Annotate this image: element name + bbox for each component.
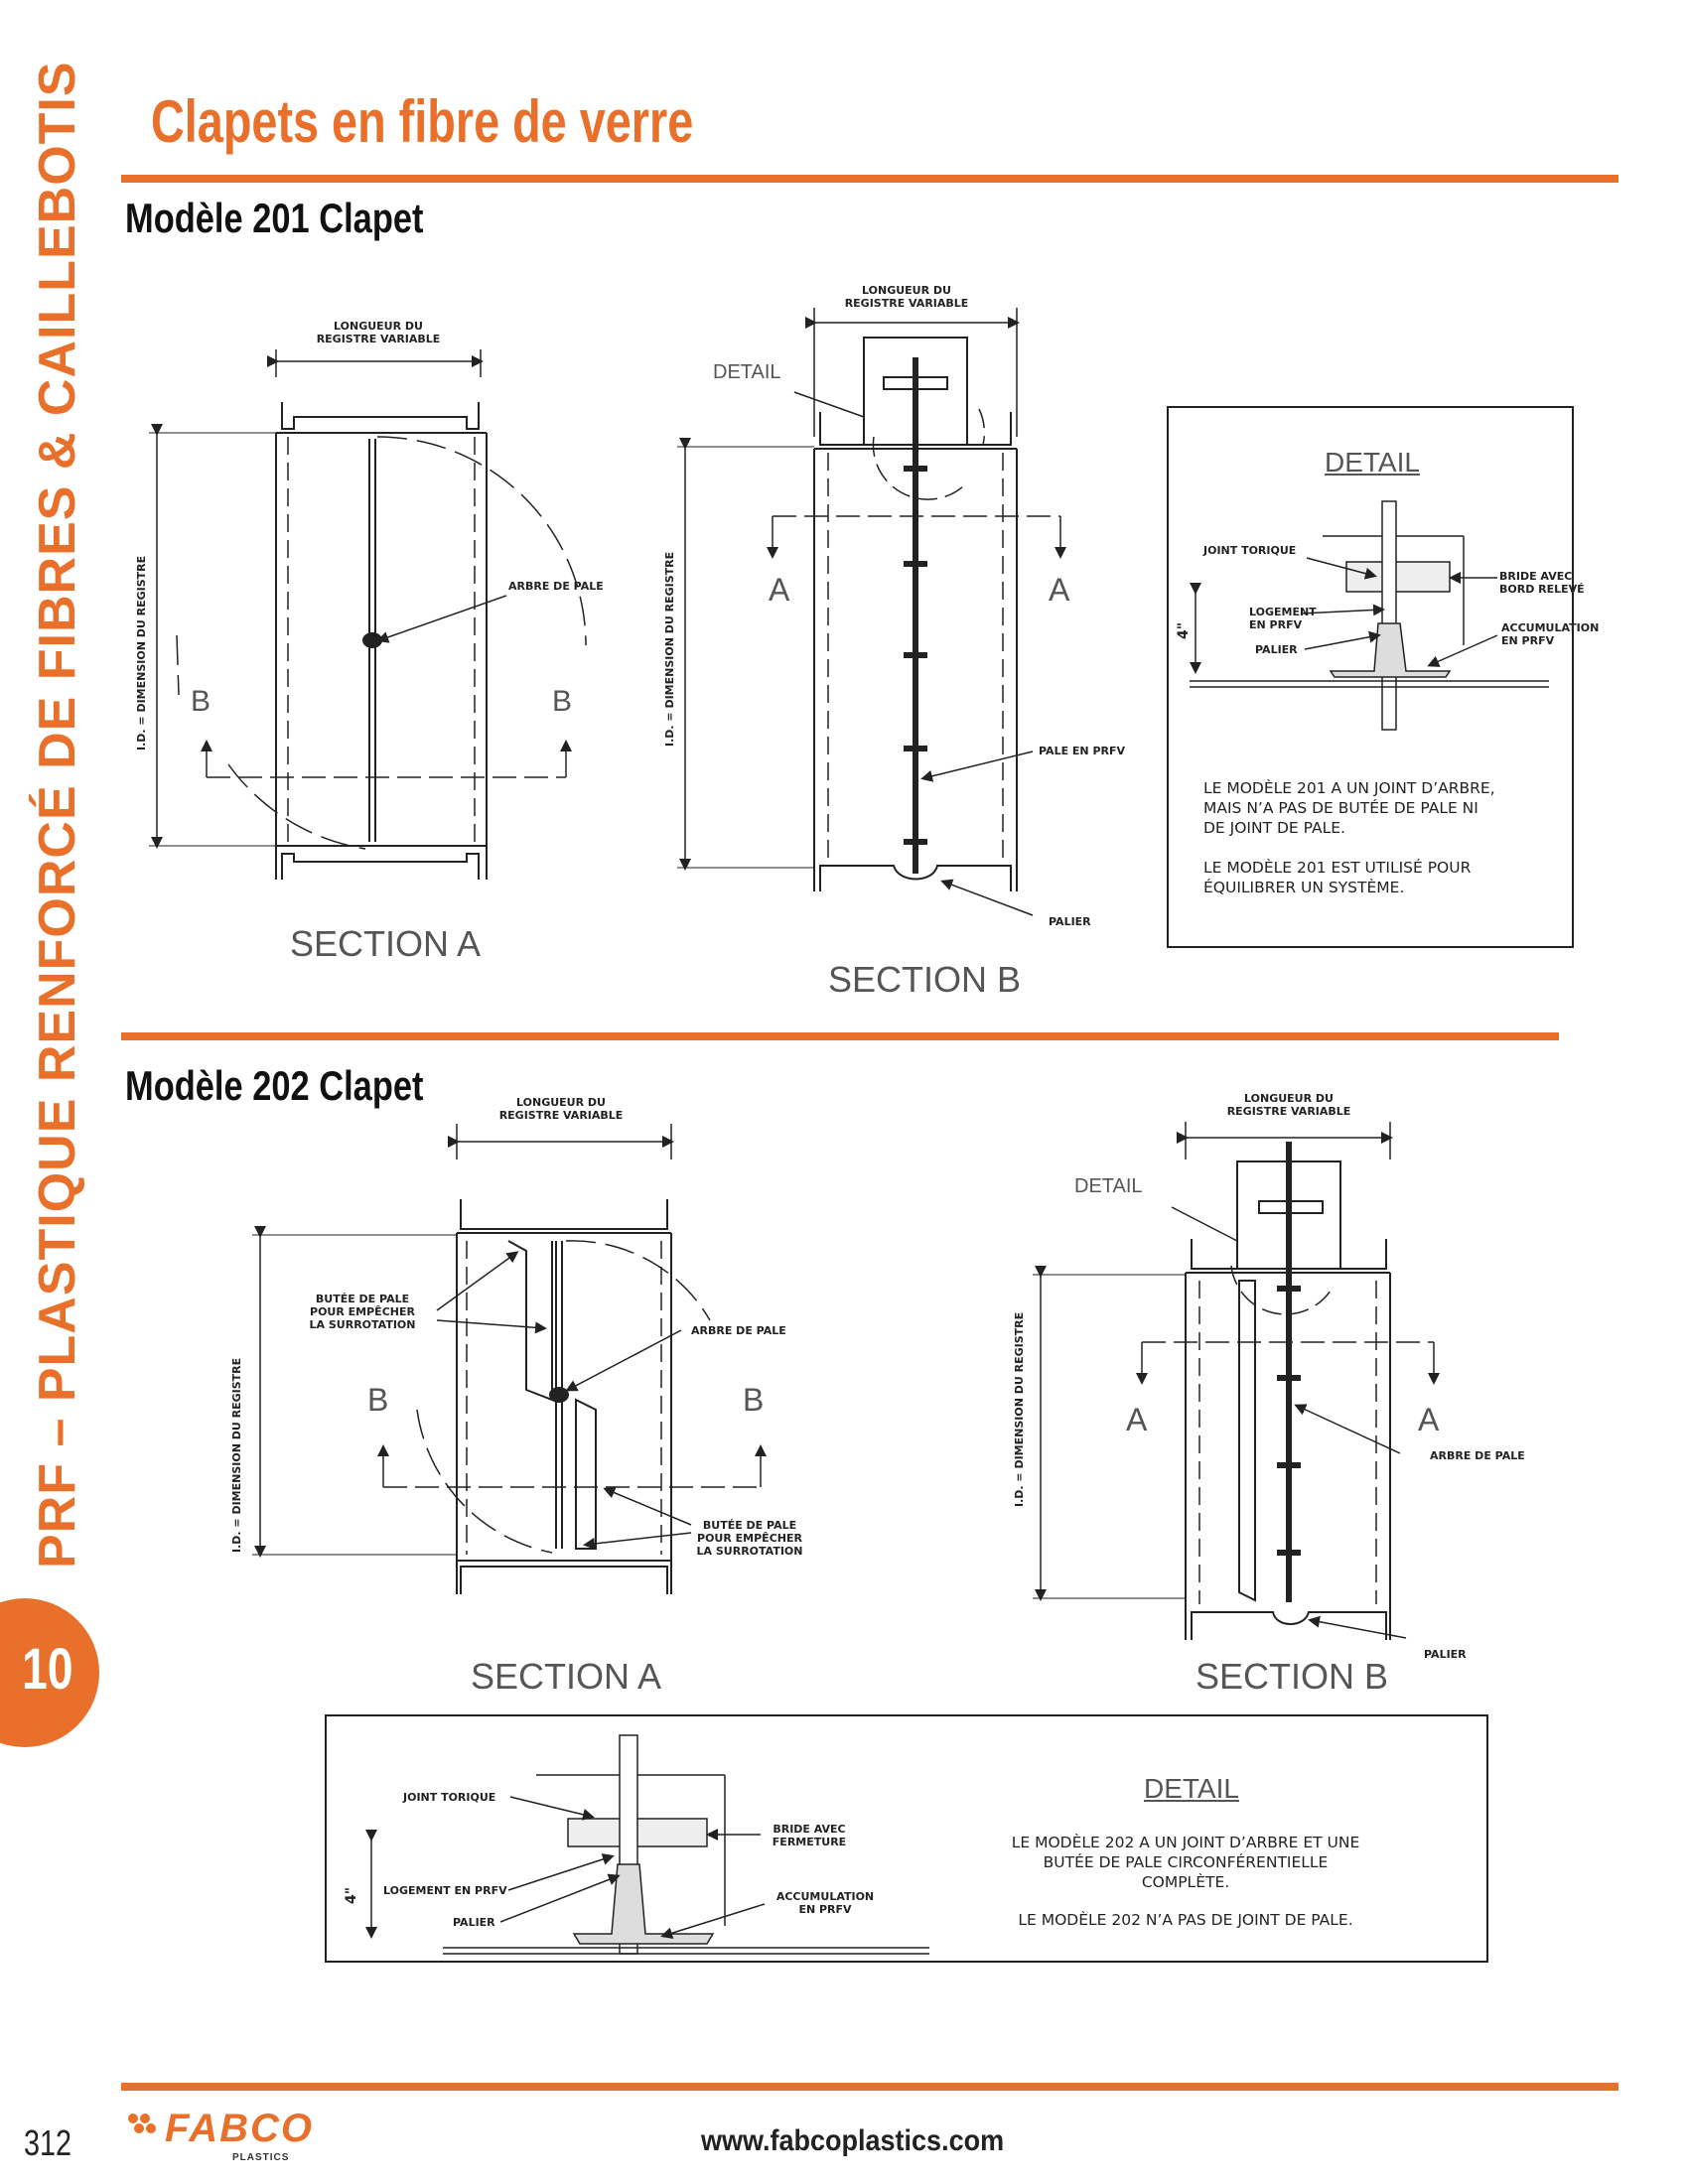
page-number: 312 — [24, 2122, 72, 2163]
m202b-shaft-label: ARBRE DE PALE — [1430, 1449, 1525, 1462]
m201b-blade-label: PALE EN PRFV — [1039, 745, 1126, 757]
m201a-shaft-label: ARBRE DE PALE — [508, 580, 604, 593]
m201a-section-label: SECTION A — [290, 923, 482, 964]
m201b-bearing-label: PALIER — [1049, 915, 1091, 928]
m202-detail-flange: BRIDE AVEC FERMETURE — [772, 1823, 847, 1848]
section-tab-number: 10 — [22, 1637, 73, 1702]
m201-section-a-drawing — [149, 349, 587, 880]
m201b-id-label: I.D. = DIMENSION DU REGISTRE — [663, 551, 676, 747]
m201-detail-note-1: LE MODÈLE 201 A UN JOINT D’ARBRE, MAIS N… — [1203, 779, 1495, 837]
m202b-detail-callout: DETAIL — [1074, 1175, 1143, 1197]
m202-detail-note-2: LE MODÈLE 202 N’A PAS DE JOINT DE PALE. — [1018, 1911, 1353, 1929]
m202a-stop-label-top: BUTÉE DE PALE POUR EMPÊCHER LA SURROTATI… — [309, 1293, 416, 1331]
m202a-cut-mark-right: B — [743, 1382, 765, 1418]
m201-detail-flange: BRIDE AVEC BORD RELEVÉ — [1499, 570, 1585, 596]
website-url[interactable]: www.fabcoplastics.com — [701, 2124, 1005, 2157]
m202-detail-dimension: 4" — [344, 1886, 359, 1904]
m202a-stop-label-bottom: BUTÉE DE PALE POUR EMPÊCHER LA SURROTATI… — [696, 1519, 803, 1558]
mid-rule — [121, 1032, 1559, 1040]
m202b-id-label: I.D. = DIMENSION DU REGISTRE — [1013, 1311, 1026, 1507]
m201-detail-title: DETAIL — [1325, 447, 1420, 478]
m202-detail-housing: LOGEMENT EN PRFV — [383, 1884, 507, 1897]
m201b-cut-mark-left: A — [769, 572, 790, 608]
m201-detail-buildup: ACCUMULATION EN PRFV — [1501, 621, 1600, 647]
m201-detail-dimension: 4" — [1176, 621, 1192, 639]
m201a-cut-mark-left: B — [191, 685, 211, 718]
m201-detail-drawing — [1167, 406, 1574, 948]
m201a-cut-mark-right: B — [552, 685, 573, 718]
page-title: Clapets en fibre de verre — [151, 88, 694, 155]
m202a-shaft-label: ARBRE DE PALE — [691, 1324, 786, 1337]
m202a-section-label: SECTION A — [471, 1656, 662, 1697]
m201-section-b-drawing — [677, 308, 1066, 916]
m201a-length-label: LONGUEUR DU REGISTRE VARIABLE — [316, 320, 441, 345]
fabco-logo-icon — [128, 2114, 156, 2133]
model-202-heading: Modèle 202 Clapet — [125, 1062, 424, 1109]
m201b-section-label: SECTION B — [828, 959, 1022, 1000]
m202-detail-title: DETAIL — [1144, 1773, 1239, 1804]
m202b-bearing-label: PALIER — [1424, 1648, 1467, 1661]
m202b-section-label: SECTION B — [1196, 1656, 1389, 1697]
m202-detail-oring: JOINT TORIQUE — [403, 1791, 496, 1804]
m202-detail-bearing: PALIER — [453, 1916, 495, 1929]
m202b-cut-mark-right: A — [1418, 1402, 1440, 1437]
m202a-cut-mark-left: B — [367, 1382, 389, 1418]
m201a-id-label: I.D. = DIMENSION DU REGISTRE — [135, 555, 148, 751]
m202a-id-label: I.D. = DIMENSION DU REGISTRE — [230, 1357, 243, 1553]
m202-section-a-drawing — [252, 1124, 767, 1594]
m202b-cut-mark-left: A — [1126, 1402, 1148, 1437]
m202-detail-buildup: ACCUMULATION EN PRFV — [775, 1890, 875, 1916]
m202-section-b-drawing — [1033, 1122, 1440, 1640]
logo-text: FABCO — [165, 2107, 314, 2150]
m201-detail-note-2: LE MODÈLE 201 EST UTILISÉ POUR ÉQUILIBRE… — [1203, 859, 1472, 896]
m201b-length-label: LONGUEUR DU REGISTRE VARIABLE — [844, 284, 969, 310]
m201b-cut-mark-right: A — [1049, 572, 1070, 608]
m201-detail-bearing: PALIER — [1255, 643, 1298, 656]
m201-detail-oring: JOINT TORIQUE — [1203, 544, 1297, 557]
m202-detail-drawing — [325, 1714, 1488, 1963]
logo-subtext: PLASTICS — [232, 2152, 290, 2163]
m201b-detail-callout: DETAIL — [713, 361, 781, 383]
m202a-length-label: LONGUEUR DU REGISTRE VARIABLE — [498, 1096, 624, 1122]
footer-rule — [121, 2083, 1618, 2091]
header-rule — [121, 175, 1618, 183]
m202-detail-note-1: LE MODÈLE 202 A UN JOINT D’ARBRE ET UNE … — [1011, 1834, 1360, 1891]
m202b-length-label: LONGUEUR DU REGISTRE VARIABLE — [1226, 1092, 1351, 1118]
m201-detail-housing: LOGEMENT EN PRFV — [1249, 606, 1317, 631]
model-201-heading: Modèle 201 Clapet — [125, 195, 424, 241]
